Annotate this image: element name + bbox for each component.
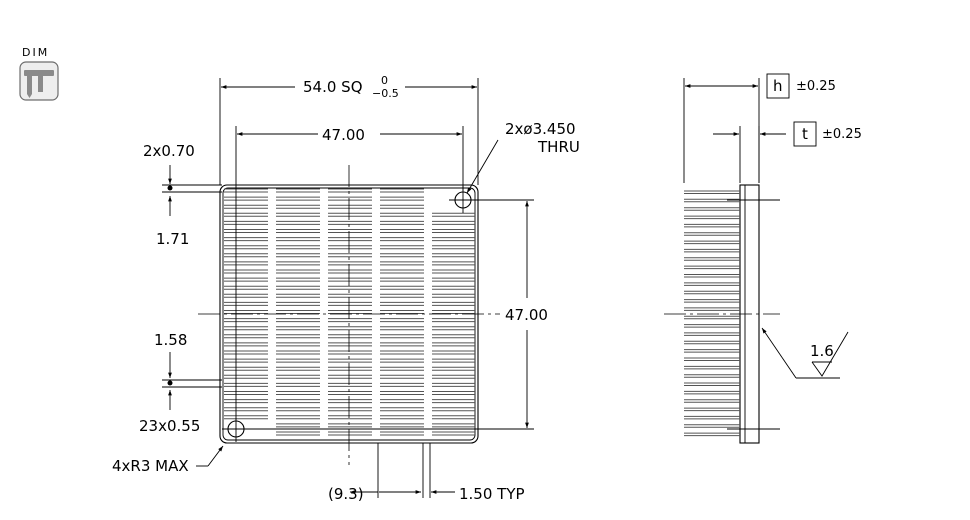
base-tolerance: ±0.25 — [822, 127, 862, 142]
hole-callout-leader — [466, 139, 499, 194]
fin-gap-bottom-label: 1.58 — [154, 331, 187, 349]
surface-finish-value: 1.6 — [810, 342, 834, 360]
slot-pitch-label: (9.3) — [328, 485, 364, 503]
fin-thickness-bottom-label: 23x0.55 — [139, 417, 200, 435]
height-symbol-box — [766, 73, 790, 99]
slot-width-label: 1.50 TYP — [459, 485, 525, 503]
hole-callout-thru: THRU — [537, 138, 580, 156]
hole-pitch-vertical-label: 47.00 — [505, 306, 548, 324]
overall-width-label: 54.0 SQ — [303, 78, 363, 96]
overall-tol-lower: −0.5 — [372, 87, 399, 100]
fin-thickness-top-label: 2x0.70 — [143, 142, 195, 160]
surface-finish-symbol: 1.6 — [761, 327, 849, 379]
caliper-icon-glyph — [24, 70, 54, 98]
front-view: 54.0 SQ 0 −0.5 47.00 47.00 2xø3.450 THRU… — [112, 74, 580, 503]
side-fin-stack — [684, 190, 740, 437]
base-symbol-box — [793, 121, 817, 147]
dim-badge-label: DIM — [22, 46, 49, 59]
height-tolerance: ±0.25 — [796, 79, 836, 94]
corner-radius-label: 4xR3 MAX — [112, 457, 189, 475]
base-symbol: t — [802, 125, 808, 143]
dim-badge[interactable]: DIM — [19, 46, 59, 101]
hole-pitch-horizontal-label: 47.00 — [322, 126, 365, 144]
fin-gap-top-label: 1.71 — [156, 230, 189, 248]
fin-grid — [224, 188, 475, 436]
overall-tol-upper: 0 — [381, 74, 388, 87]
hole-callout-diameter: 2xø3.450 — [505, 120, 576, 138]
height-symbol: h — [773, 77, 783, 95]
side-view: h ±0.25 t ±0.25 1.6 — [664, 73, 862, 444]
